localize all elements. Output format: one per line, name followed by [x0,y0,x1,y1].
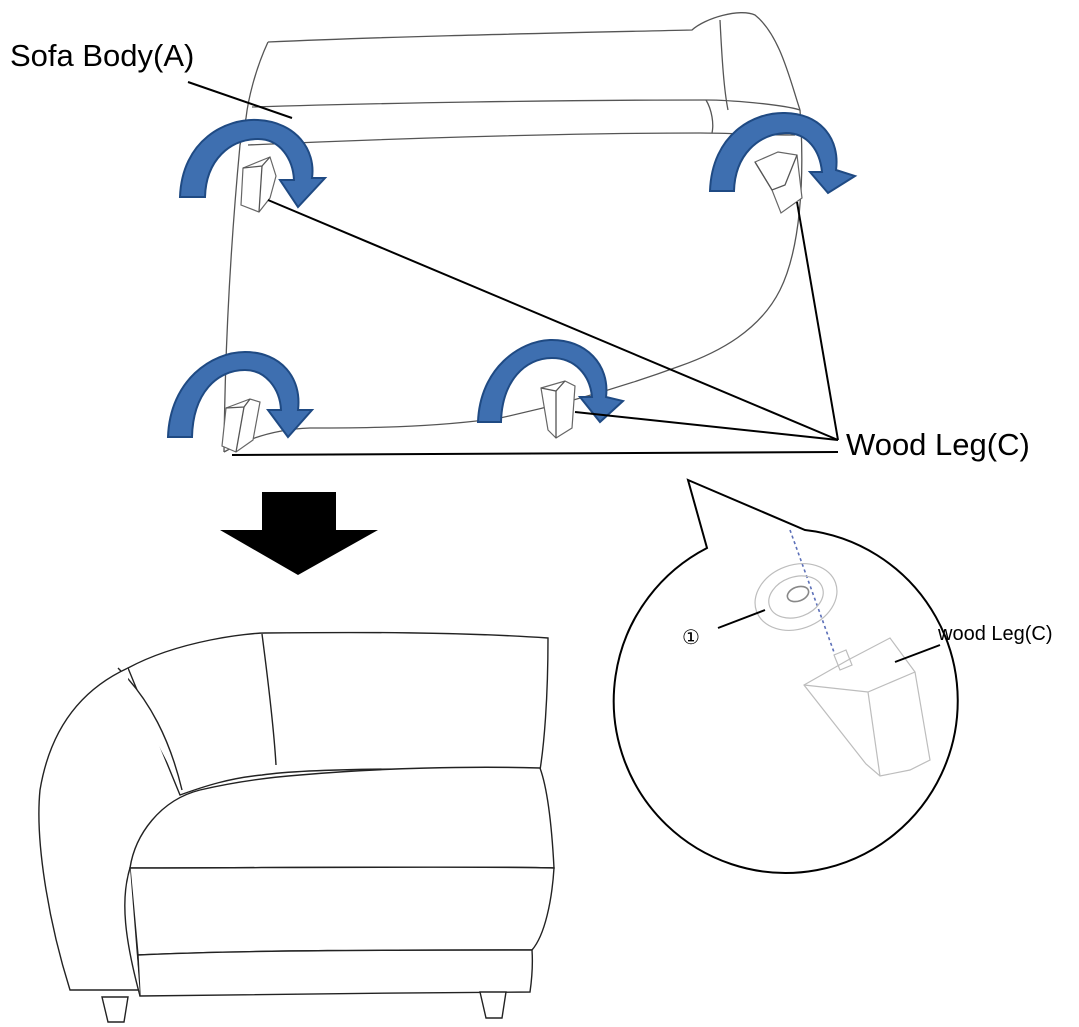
inset-leg-label: wood Leg(C) [937,623,1053,645]
wood-leg-bottom-middle [540,380,576,439]
sofa-body-upside-down [223,12,803,453]
wood-leg-bottom-left [221,398,261,453]
wood-leg-top-right [754,151,803,214]
inset-part-number: ① [682,627,700,649]
down-arrow-icon [220,492,378,575]
wood-leg-top-left [240,156,277,213]
curved-rotate-arrow-icon [178,118,328,209]
curved-rotate-arrow-icon [708,111,858,195]
sofa-body-label: Sofa Body(A) [10,38,194,73]
leader-lines [187,81,839,456]
curved-rotate-arrow-icon [166,350,315,439]
assembled-sofa [38,631,555,1023]
leg-detail-callout: ① wood Leg(C) [612,478,1053,874]
curved-rotate-arrow-icon [476,338,626,424]
wood-leg-label: Wood Leg(C) [846,427,1030,462]
